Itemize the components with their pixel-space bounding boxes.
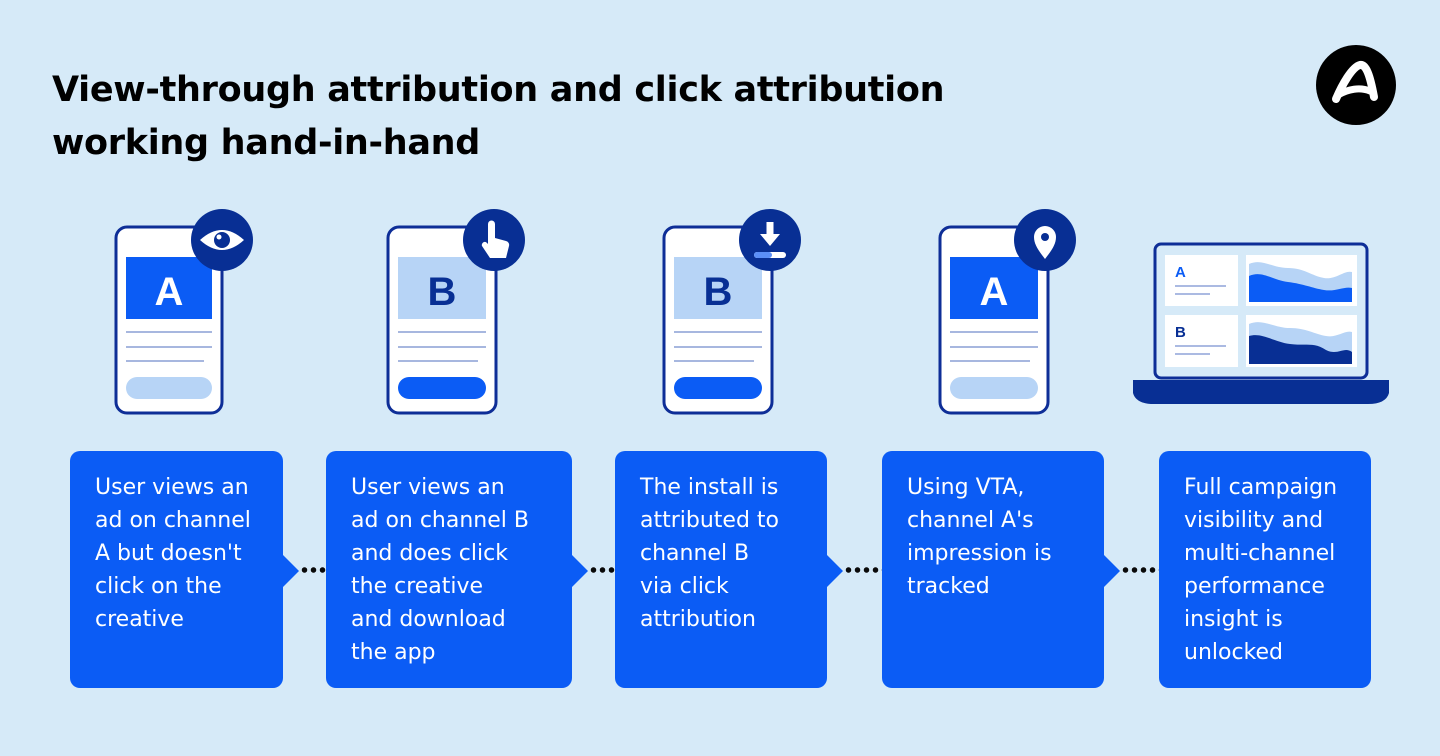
phone-4: A bbox=[938, 209, 1076, 415]
pointer-hand-icon bbox=[463, 209, 525, 271]
step-card-3: The install is attributed to channel B v… bbox=[615, 451, 827, 688]
step-3-line: The install is bbox=[640, 475, 779, 500]
step-3-line: via click bbox=[640, 574, 729, 599]
step-2-line: and download bbox=[351, 607, 506, 632]
phone-1: A bbox=[114, 209, 253, 415]
step-2-line: and does click bbox=[351, 541, 508, 566]
step-2-pointer bbox=[571, 554, 588, 588]
step-card-5: Full campaign visibility and multi-chann… bbox=[1159, 451, 1371, 688]
phone-3-letter: B bbox=[704, 270, 733, 314]
download-icon bbox=[739, 209, 801, 271]
step-1-line: User views an bbox=[95, 475, 249, 500]
step-3-pointer bbox=[826, 554, 843, 588]
step-3-line: channel B bbox=[640, 541, 750, 566]
dotted-connector-4 bbox=[1121, 567, 1160, 573]
laptop-row-b-label: B bbox=[1175, 324, 1186, 341]
phone-2-banner bbox=[398, 257, 486, 319]
step-5-line: Full campaign bbox=[1184, 475, 1338, 500]
phone-3-banner bbox=[674, 257, 762, 319]
illustration-row: A B B bbox=[114, 209, 1389, 415]
phone-4-letter: A bbox=[980, 270, 1009, 314]
phone-4-banner bbox=[950, 257, 1038, 319]
step-2-line: User views an bbox=[351, 475, 505, 500]
step-card-2: User views an ad on channel B and does c… bbox=[326, 451, 572, 688]
phone-2-button bbox=[398, 377, 486, 399]
step-1-line: click on the bbox=[95, 574, 222, 599]
step-5-line: insight is bbox=[1184, 607, 1283, 632]
page-title: View-through attribution and click attri… bbox=[52, 64, 1052, 170]
step-card-4: Using VTA, channel A's impression is tra… bbox=[882, 451, 1104, 688]
phone-2-letter: B bbox=[428, 270, 457, 314]
step-1-line: creative bbox=[95, 607, 184, 632]
title-line-2: working hand-in-hand bbox=[52, 123, 481, 163]
step-5-line: visibility and bbox=[1184, 508, 1324, 533]
step-1-line: ad on channel bbox=[95, 508, 251, 533]
step-4-line: impression is bbox=[907, 541, 1052, 566]
step-2-line: ad on channel B bbox=[351, 508, 529, 533]
step-2-line: the app bbox=[351, 640, 436, 665]
phone-1-banner bbox=[126, 257, 212, 319]
phone-2: B bbox=[386, 209, 525, 415]
phone-1-letter: A bbox=[155, 270, 184, 314]
step-4-line: tracked bbox=[907, 574, 990, 599]
phone-1-button bbox=[126, 377, 212, 399]
step-4-line: Using VTA, bbox=[907, 475, 1025, 500]
title-line-1: View-through attribution and click attri… bbox=[52, 70, 945, 110]
step-2-line: the creative bbox=[351, 574, 484, 599]
location-pin-icon bbox=[1014, 209, 1076, 271]
phone-3-button bbox=[674, 377, 762, 399]
laptop-dashboard: A B bbox=[1133, 242, 1389, 404]
step-4-line: channel A's bbox=[907, 508, 1034, 533]
step-3-line: attribution bbox=[640, 607, 756, 632]
phone-4-button bbox=[950, 377, 1038, 399]
step-5-line: multi-channel bbox=[1184, 541, 1336, 566]
step-5-line: unlocked bbox=[1184, 640, 1284, 665]
eye-icon bbox=[191, 209, 253, 271]
phone-3: B bbox=[662, 209, 801, 415]
adjust-logo-icon bbox=[1316, 45, 1396, 125]
dotted-connector-2 bbox=[589, 567, 616, 573]
dotted-connector-3 bbox=[844, 567, 883, 573]
step-card-1: User views an ad on channel A but doesn'… bbox=[70, 451, 283, 688]
step-3-line: attributed to bbox=[640, 508, 780, 533]
step-1-pointer bbox=[282, 554, 299, 588]
dotted-connector-1 bbox=[300, 567, 327, 573]
laptop-row-a-label: A bbox=[1175, 264, 1186, 281]
step-1-line: A but doesn't bbox=[95, 541, 242, 566]
step-5-line: performance bbox=[1184, 574, 1325, 599]
step-4-pointer bbox=[1103, 554, 1120, 588]
